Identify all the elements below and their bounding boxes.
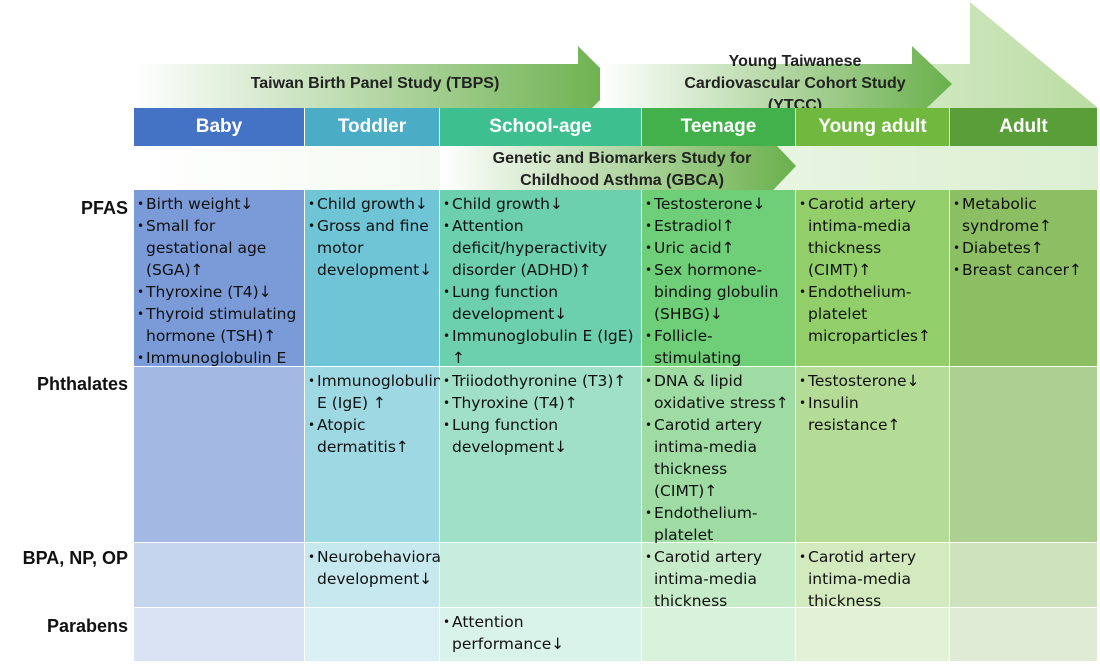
outcome-item: Lung function development↓ xyxy=(443,414,639,458)
outcome-item: Thyroxine (T4)↓ xyxy=(137,281,302,303)
outcome-item: Endothelium-platelet microparticles↑ xyxy=(799,281,947,347)
cell: Carotid artery intima-media thickness (C… xyxy=(642,543,796,632)
cell: Triiodothyronine (T3)↑Thyroxine (T4)↑Lun… xyxy=(440,367,642,543)
outcome-item: Small for gestational age (SGA)↑ xyxy=(137,215,302,281)
column-header-school-age: School-age xyxy=(440,108,642,146)
outcome-item: Carotid artery intima-media thickness (C… xyxy=(645,414,793,502)
outcome-item: Carotid artery intima-media thickness (C… xyxy=(799,193,947,281)
outcome-item: Immunoglobulin E (IgE) ↑ xyxy=(308,370,443,414)
outcome-item: Neurobehavioral development↓ xyxy=(308,546,445,590)
outcome-item: Testosterone↓ xyxy=(645,193,793,215)
outcome-item: Child growth↓ xyxy=(308,193,437,215)
cell xyxy=(950,543,1098,608)
outcome-item: Uric acid↑ xyxy=(645,237,793,259)
cell: Testosterone↓Insulin resistance↑ xyxy=(796,367,950,543)
column-header-adult: Adult xyxy=(950,108,1098,146)
cell: Birth weight↓Small for gestational age (… xyxy=(134,190,305,389)
tbps-label: Taiwan Birth Panel Study (TBPS) xyxy=(250,75,500,92)
cell: Child growth↓Gross and fine motor develo… xyxy=(305,190,440,367)
row-label-phthalates: Phthalates xyxy=(36,374,128,394)
cell: Testosterone↓Estradiol↑Uric acid↑Sex hor… xyxy=(642,190,796,389)
column-header-teenage: Teenage xyxy=(642,108,796,146)
outcome-item: Lung function development↓ xyxy=(443,281,639,325)
outcome-item: Birth weight↓ xyxy=(137,193,302,215)
outcome-item: Sex hormone-binding globulin (SHBG)↓ xyxy=(645,259,793,325)
outcome-item: Immunoglobulin E (IgE) ↑ xyxy=(443,325,639,369)
cell xyxy=(134,543,305,608)
cell xyxy=(642,608,796,662)
outcome-item: Carotid artery intima-media thickness (C… xyxy=(645,546,793,634)
cell xyxy=(440,543,642,608)
row-label-parabens: Parabens xyxy=(46,616,128,636)
ytcc-arrow xyxy=(600,46,952,122)
cell xyxy=(134,608,305,662)
cell: Metabolic syndrome↑Diabetes↑Breast cance… xyxy=(950,190,1098,367)
outcome-item: Attention deficit/hyperactivity disorder… xyxy=(443,215,639,281)
row-label-bpa-np-op: BPA, NP, OP xyxy=(22,548,128,568)
cell: Attention performance↓ xyxy=(440,608,642,662)
outcome-item: Diabetes↑ xyxy=(953,237,1095,259)
outcome-item: Child growth↓ xyxy=(443,193,639,215)
outcome-item: Triiodothyronine (T3)↑ xyxy=(443,370,639,392)
cell: Child growth↓Attention deficit/hyperacti… xyxy=(440,190,642,391)
outcome-item: Testosterone↓ xyxy=(799,370,947,392)
row-label-pfas: PFAS xyxy=(80,198,128,218)
tbps-arrow xyxy=(134,46,616,122)
outcome-item: Insulin resistance↑ xyxy=(799,392,947,436)
cell: DNA & lipid oxidative stress↑Carotid art… xyxy=(642,367,796,566)
cell xyxy=(134,367,305,543)
outcome-item: Gross and fine motor development↓ xyxy=(308,215,437,281)
outcome-item: Thyroid stimulating hormone (TSH)↑ xyxy=(137,303,302,347)
outcome-item: DNA & lipid oxidative stress↑ xyxy=(645,370,793,414)
cell: Immunoglobulin E (IgE) ↑Atopic dermatiti… xyxy=(305,367,443,543)
outcome-item: Attention performance↓ xyxy=(443,611,639,655)
cell xyxy=(796,608,950,662)
gbca-label: Genetic and Biomarkers Study for Childho… xyxy=(492,150,752,189)
cell: Carotid artery intima-media thickness (C… xyxy=(796,543,950,632)
cell xyxy=(305,608,440,662)
cell xyxy=(950,608,1098,662)
outcome-item: Estradiol↑ xyxy=(645,215,793,237)
column-header-baby: Baby xyxy=(134,108,305,146)
cell: Neurobehavioral development↓ xyxy=(305,543,445,608)
column-header-young-adult: Young adult xyxy=(796,108,950,146)
outcome-item: Atopic dermatitis↑ xyxy=(308,414,437,458)
gbca-arrow xyxy=(440,128,796,204)
cell xyxy=(950,367,1098,543)
outcome-item: Breast cancer↑ xyxy=(953,259,1095,281)
cell: Carotid artery intima-media thickness (C… xyxy=(796,190,950,367)
outcome-item: Metabolic syndrome↑ xyxy=(953,193,1095,237)
column-header-toddler: Toddler xyxy=(305,108,440,146)
outcome-item: Thyroxine (T4)↑ xyxy=(443,392,639,414)
